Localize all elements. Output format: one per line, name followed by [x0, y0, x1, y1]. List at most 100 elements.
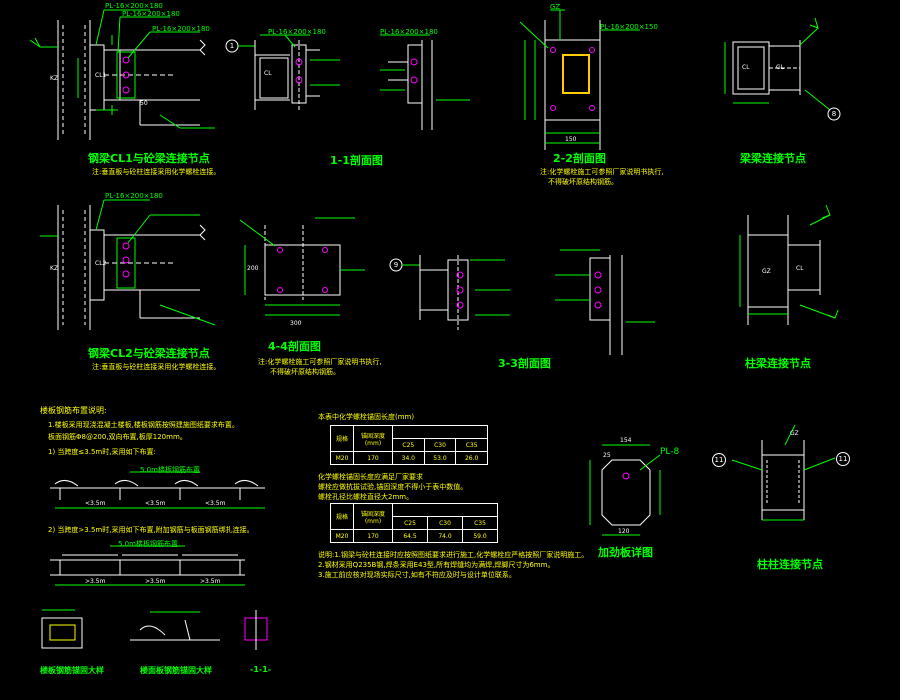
detail-section-1-1: [225, 34, 470, 130]
detail-section-4-4: [239, 217, 365, 316]
label-dim-25: 25: [603, 452, 611, 459]
dim-gt-2: >3.5m: [145, 578, 166, 585]
slab-rebar-detail-2: [130, 611, 220, 641]
caption-slab-rebar-2: 楼面板钢筋锚固大样: [140, 666, 212, 675]
t1-c1: 170: [353, 451, 393, 465]
table1-note2: 螺栓应做抗拔试验,锚固深度不得小于表中数值。: [318, 483, 468, 491]
t2-h0: 规格: [330, 503, 354, 530]
label-pl-cl2: PL-16×200×180: [105, 192, 163, 200]
t2-h4: C35: [462, 516, 498, 530]
label-dim-150: 150: [565, 136, 577, 143]
caption-cl2-connection: 钢梁CL2与砼梁连接节点: [88, 347, 210, 360]
caption-column-column: 柱柱连接节点: [757, 558, 823, 571]
t2-c3: 74.0: [427, 529, 463, 543]
dim-lt-2: <3.5m: [145, 500, 166, 507]
caption-section-4-4: 4-4剖面图: [268, 340, 321, 353]
label-cl-bb: CL: [742, 64, 750, 71]
label-pl3: PL-16×200×180: [152, 25, 210, 33]
table1-note3: 螺栓孔径比螺栓直径大2mm。: [318, 493, 414, 501]
t1-c2: 34.0: [392, 451, 425, 465]
notes-title: 楼板钢筋布置说明:: [40, 406, 107, 415]
label-cl-cb: CL: [796, 265, 804, 272]
label-gl-bb: GL: [776, 64, 784, 71]
dim-gt-3: >3.5m: [200, 578, 221, 585]
label-gz-cc: GZ: [790, 430, 799, 437]
label-cl2: CL2: [95, 260, 107, 267]
label-dim-120: 120: [618, 528, 630, 535]
section-1-1-small: [244, 610, 268, 650]
t1-h1: 锚固深度(mm): [353, 425, 393, 452]
span-label-b: 5.0m楼板钢筋布置: [118, 540, 178, 548]
detail-section-3-3: [389, 249, 655, 355]
grid-bubble-11-right: 11: [836, 452, 850, 466]
notes-n4: 2) 当跨度>3.5m时,采用如下布置,附加钢筋与板面钢筋绑扎连接。: [48, 526, 254, 534]
label-pl6: PL-16×200×150: [600, 23, 658, 31]
table1-title: 本表中化学螺栓锚固长度(mm): [318, 413, 415, 421]
label-pl4: PL-16×200×180: [268, 28, 326, 36]
detail-column-column: [731, 424, 836, 521]
label-cl1: CL1: [95, 72, 107, 79]
caption-beam-beam: 梁梁连接节点: [740, 152, 806, 165]
detail-cl2-connection: [40, 199, 216, 330]
t2-h3: C30: [427, 516, 463, 530]
t2-c0: M20: [330, 529, 354, 543]
caption-section-3-3: 3-3剖面图: [498, 357, 551, 370]
caption-stiffener: 加劲板详图: [598, 546, 653, 559]
caption-section-1-1: 1-1剖面图: [330, 154, 383, 167]
detail-stiffener-plate: [589, 444, 661, 536]
grid-bubble-11-left: 11: [712, 453, 726, 467]
table2-note1: 说明:1.钢梁与砼柱连接时应按照图纸要求进行施工,化学螺栓应严格按照厂家说明施工…: [318, 551, 589, 559]
label-dim-200: 200: [247, 265, 259, 272]
label-pl5: PL-16×200×180: [380, 28, 438, 36]
detail-section-2-2: [519, 9, 640, 150]
label-dim-300: 300: [290, 320, 302, 327]
grid-bubble-8: 8: [831, 110, 837, 118]
label-gz-cb: GZ: [762, 268, 771, 275]
label-pl1: PL-16×200×180: [105, 2, 163, 10]
rebar-layout-2: [50, 545, 245, 586]
table2-note2: 2.钢材采用Q235B钢,焊条采用E43型,所有焊缝均为满焊,焊脚尺寸为6mm。: [318, 561, 555, 569]
t1-hgroup: [392, 425, 488, 439]
caption-section-small: -1-1-: [250, 665, 272, 674]
note-cl2: 注:垂直板与砼柱连接采用化学螺栓连接。: [92, 363, 221, 371]
t1-h2: C25: [392, 438, 425, 452]
label-gz: GZ: [550, 3, 561, 11]
note-4-4-a: 注:化学螺栓施工可参照厂家说明书执行,: [258, 358, 382, 366]
label-dim-154: 154: [620, 437, 632, 444]
span-label-a: 5.0m楼板钢筋布置: [140, 466, 200, 474]
table1-note1: 化学螺栓锚固长度应满足厂家要求: [318, 473, 423, 481]
note-2-2-b: 不得破坏原结构钢筋。: [548, 178, 618, 186]
t1-h0: 规格: [330, 425, 354, 452]
caption-column-beam: 柱梁连接节点: [745, 357, 811, 370]
notes-n3: 1) 当跨度≤3.5m时,采用如下布置:: [48, 448, 156, 456]
label-kz2: KZ: [50, 265, 59, 272]
caption-slab-rebar-1: 楼板钢筋锚固大样: [40, 666, 104, 675]
label-kz1: KZ: [50, 75, 59, 82]
dim-lt-1: <3.5m: [85, 500, 106, 507]
t2-h1: 锚固深度(mm): [353, 503, 393, 530]
t1-h3: C30: [423, 438, 457, 452]
t1-c4: 26.0: [455, 451, 488, 465]
detail-cl1-connection: [29, 9, 215, 140]
label-pl2: PL-16×200×180: [122, 10, 180, 18]
slab-rebar-detail-1: [41, 609, 83, 649]
t1-h4: C35: [455, 438, 488, 452]
dim-lt-3: <3.5m: [205, 500, 226, 507]
detail-beam-beam: [724, 17, 841, 121]
anchor-table-2: 规格 锚固深度(mm) C25 C30 C35 M20 170 64.5 74.…: [330, 503, 498, 543]
dim-gt-1: >3.5m: [85, 578, 106, 585]
t2-c2: 64.5: [392, 529, 428, 543]
grid-bubble-9: 9: [393, 261, 399, 269]
t2-h2: C25: [392, 516, 428, 530]
label-pl-stiff: PL-8: [660, 447, 680, 457]
anchor-table-1: 规格 锚固深度(mm) C25 C30 C35 M20 170 34.0 53.…: [330, 425, 488, 465]
detail-column-beam: [739, 204, 839, 325]
t1-c3: 53.0: [423, 451, 457, 465]
note-cl1: 注:垂直板与砼柱连接采用化学螺栓连接。: [92, 168, 221, 176]
label-cl-1-1: CL: [264, 70, 272, 77]
rebar-layout-1: [50, 471, 265, 509]
caption-cl1-connection: 钢梁CL1与砼梁连接节点: [88, 152, 210, 165]
grid-bubble-1: 1: [229, 42, 235, 50]
